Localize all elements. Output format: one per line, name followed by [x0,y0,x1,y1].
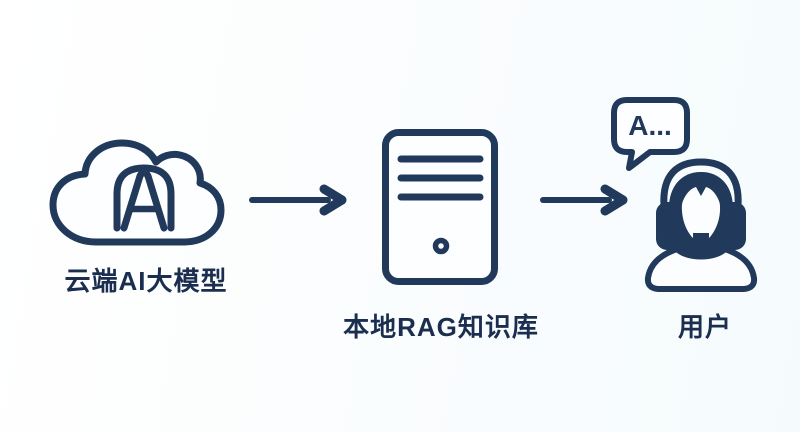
mic-boom [702,233,735,249]
user-label: 用户 [677,312,732,342]
headset-earcup-right [721,202,746,250]
cloud-ai-label: 云端AI大模型 [64,266,228,296]
letter-a-logo [120,168,168,232]
person-headset-icon: A... [611,97,758,292]
letter-a-arch [113,164,175,232]
headset-band [660,158,742,210]
server-outline [382,129,498,285]
server-tower-icon [382,129,498,285]
bubble-text: A... [628,110,672,141]
arrow-head [600,184,628,216]
server-power-dot [432,237,450,255]
headset-earcup-left [656,202,681,250]
torso [644,246,758,292]
face [681,186,721,244]
local-rag-label: 本地RAG知识库 [343,312,539,342]
speech-bubble [611,97,690,171]
arrow-head [319,184,347,216]
flow-arrow-cloud-to-rag [249,184,347,216]
hair-fringe [673,177,729,217]
cloud-ai-icon [49,139,225,246]
flow-arrow-rag-to-user [540,184,628,216]
